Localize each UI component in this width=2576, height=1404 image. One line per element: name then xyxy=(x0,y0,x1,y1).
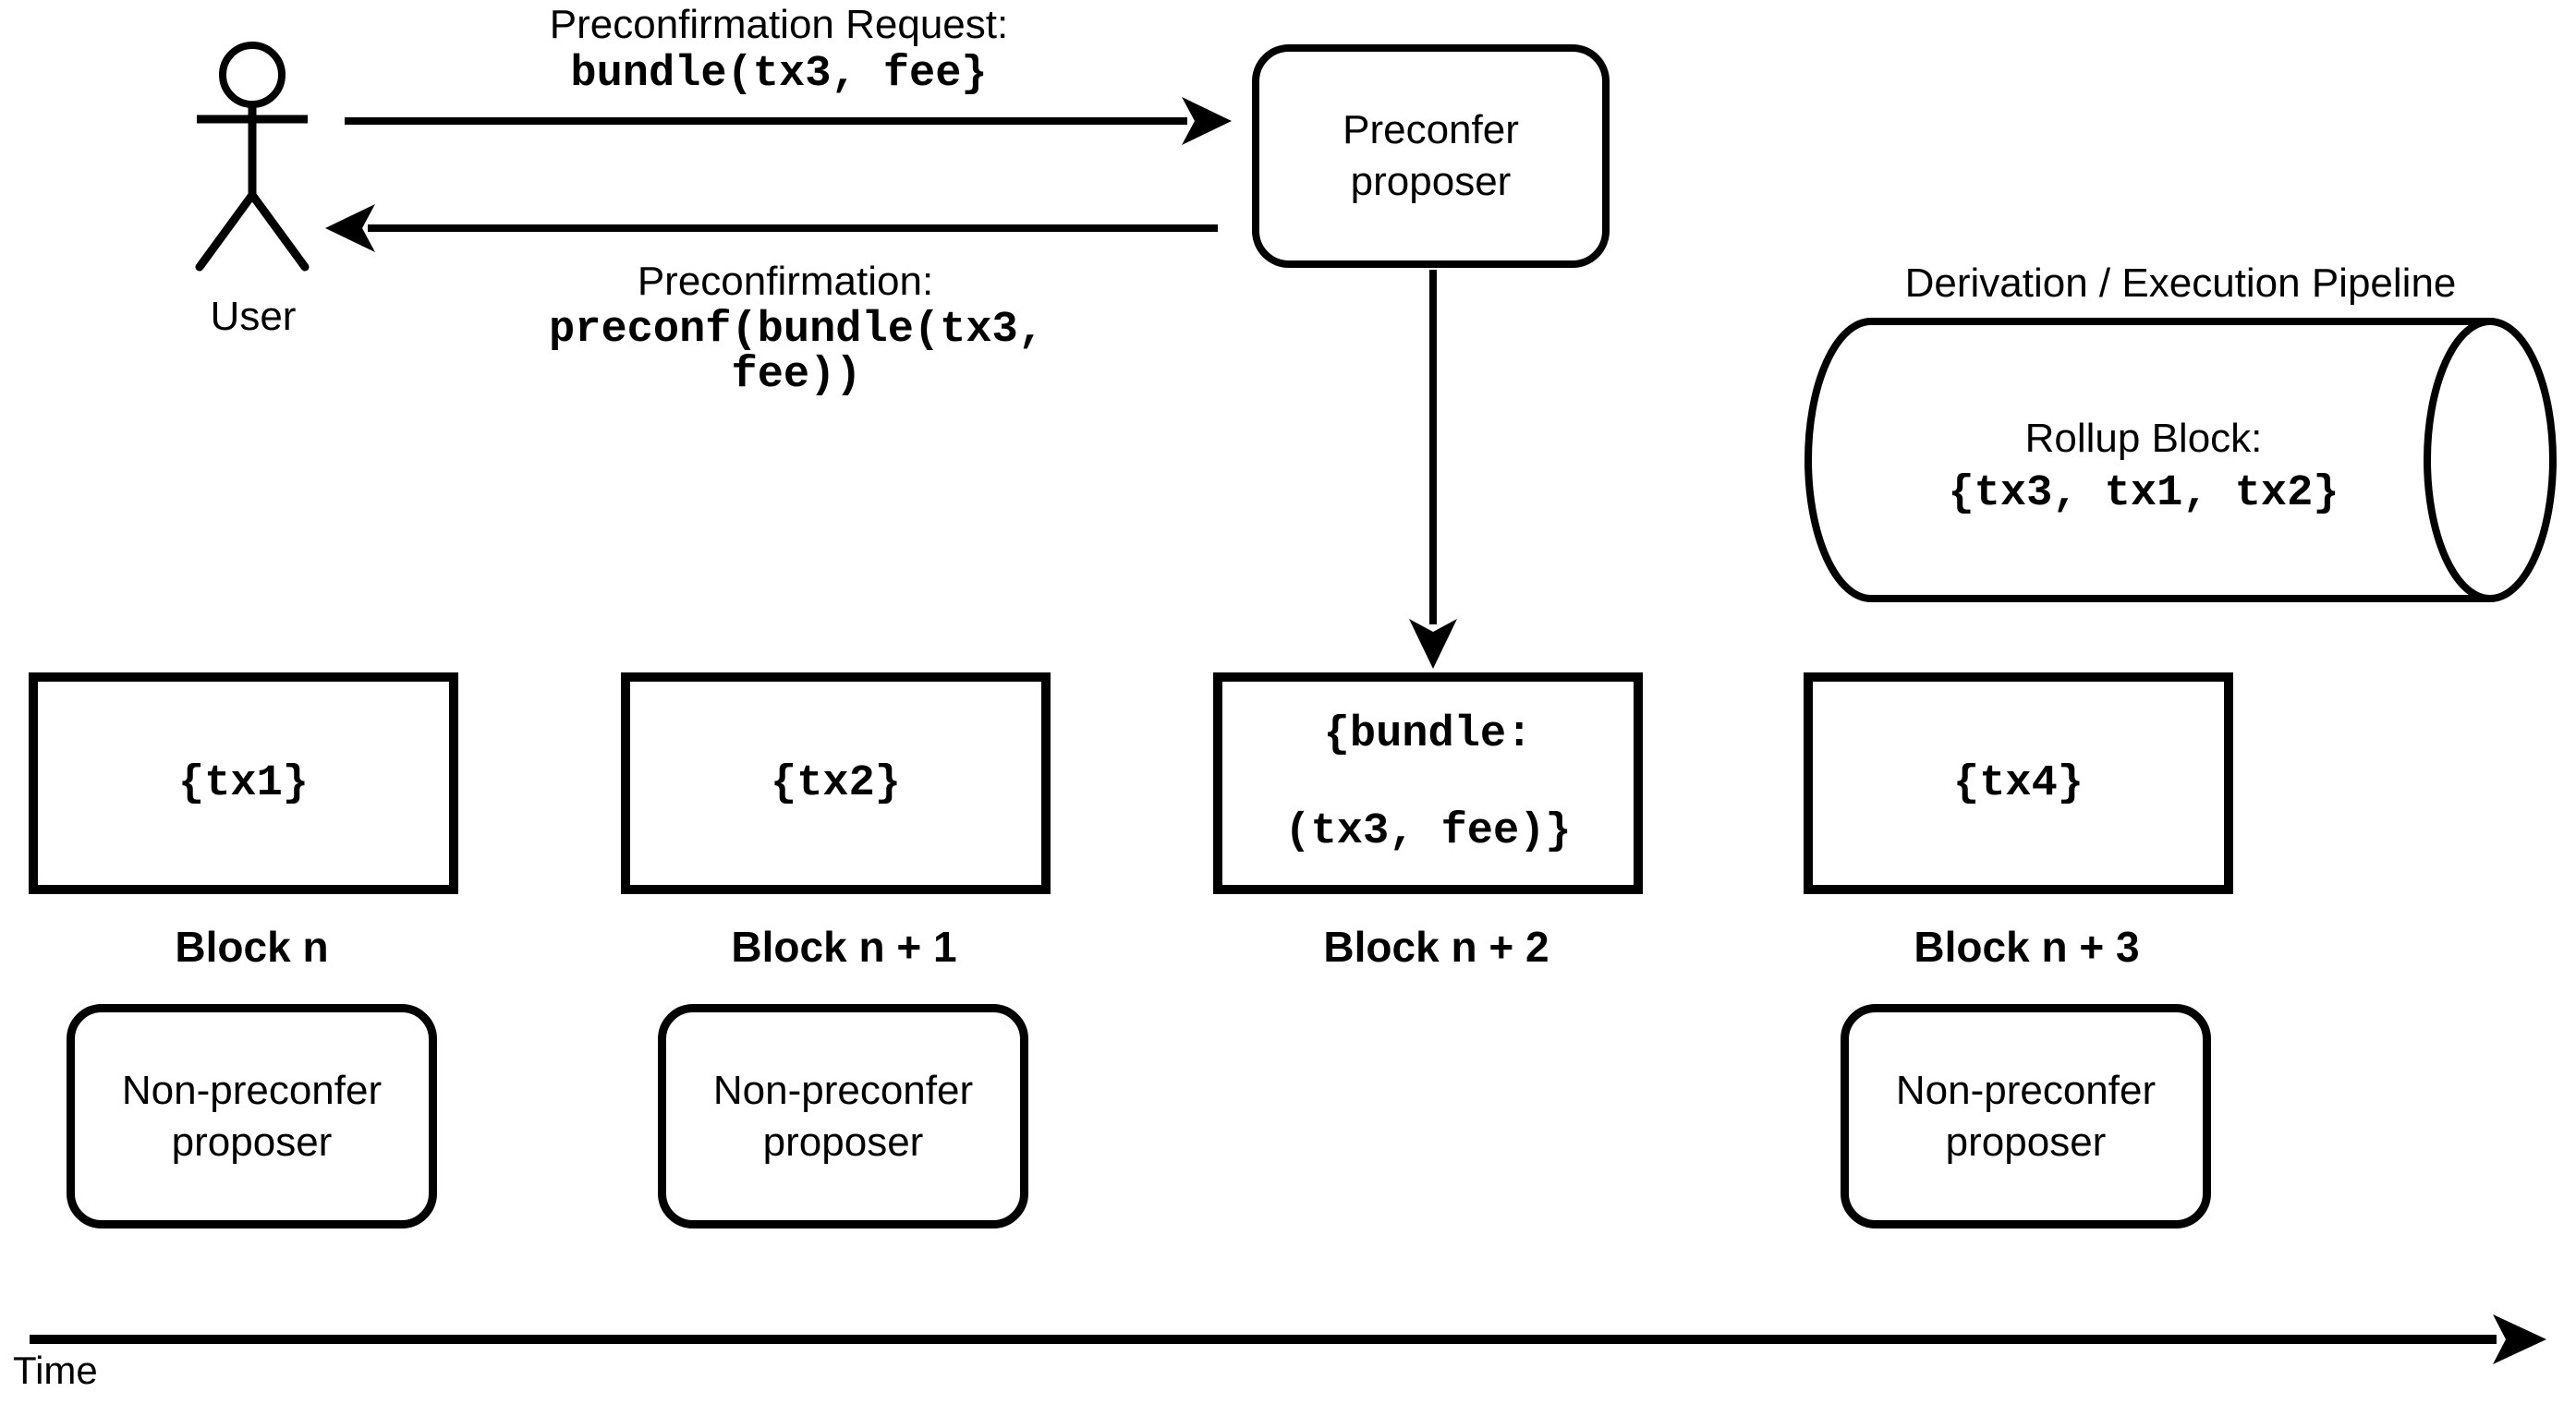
block-n2-label: Block n + 2 xyxy=(1323,923,1549,971)
timeline-arrowhead-icon xyxy=(2493,1314,2546,1364)
preconfer-proposer-label: Preconfer proposer xyxy=(1343,107,1519,204)
proposer-to-block-arrow xyxy=(1409,270,1457,669)
response-code-label: preconf(bundle(tx3, fee)) xyxy=(549,306,1044,401)
response-arrow xyxy=(325,204,1218,252)
non-preconfer-proposer-box-3: Non-preconfer proposer xyxy=(1841,1004,2211,1228)
block-n1-label: Block n + 1 xyxy=(731,923,957,971)
non-preconfer-proposer-label-2: Non-preconfer proposer xyxy=(712,1067,974,1165)
preconfer-proposer-box: Preconfer proposer xyxy=(1252,44,1610,268)
stick-figure-left-leg xyxy=(195,190,257,272)
block-n3-label: Block n + 3 xyxy=(1914,923,2140,971)
stick-figure-head xyxy=(219,42,286,108)
rollup-block-title: Rollup Block: xyxy=(2024,416,2263,461)
pipeline-title-label: Derivation / Execution Pipeline xyxy=(1904,260,2457,306)
request-arrowhead-icon xyxy=(1182,97,1232,145)
user-label: User xyxy=(210,294,297,339)
non-preconfer-proposer-box-2: Non-preconfer proposer xyxy=(658,1004,1028,1228)
request-code-label: bundle(tx3, fee} xyxy=(570,50,988,99)
block-n-label: Block n xyxy=(175,923,329,971)
block-n-rect: {tx1} xyxy=(29,672,458,894)
block-n3-rect: {tx4} xyxy=(1804,672,2233,894)
cylinder-body xyxy=(1804,318,2490,602)
non-preconfer-proposer-label-1: Non-preconfer proposer xyxy=(121,1067,383,1165)
stick-figure-right-leg xyxy=(248,190,310,272)
timeline-arrow xyxy=(30,1314,2546,1364)
rollup-block-text: Rollup Block: {tx3, tx1, tx2} xyxy=(1866,416,2421,517)
rollup-block-code: {tx3, tx1, tx2} xyxy=(1948,469,2339,518)
non-preconfer-proposer-label-3: Non-preconfer proposer xyxy=(1895,1067,2157,1165)
block-n2-content: {bundle: (tx3, fee)} xyxy=(1284,710,1572,856)
user-stick-figure-icon xyxy=(195,42,310,272)
block-n2-rect: {bundle: (tx3, fee)} xyxy=(1213,672,1643,894)
non-preconfer-proposer-box-1: Non-preconfer proposer xyxy=(67,1004,437,1228)
timeline-label: Time xyxy=(13,1349,98,1392)
request-arrow xyxy=(345,97,1232,145)
pipeline-cylinder xyxy=(1804,318,2557,602)
block-n-content: {tx1} xyxy=(177,758,310,808)
response-title-label: Preconfirmation: xyxy=(637,259,934,304)
request-title-label: Preconfirmation Request: xyxy=(549,2,1009,47)
cylinder-right-cap xyxy=(2424,318,2557,602)
block-n1-rect: {tx2} xyxy=(621,672,1051,894)
block-n3-content: {tx4} xyxy=(1952,758,2084,808)
block-n1-content: {tx2} xyxy=(770,758,902,808)
down-arrowhead-icon xyxy=(1409,619,1457,669)
response-arrowhead-icon xyxy=(325,204,375,252)
